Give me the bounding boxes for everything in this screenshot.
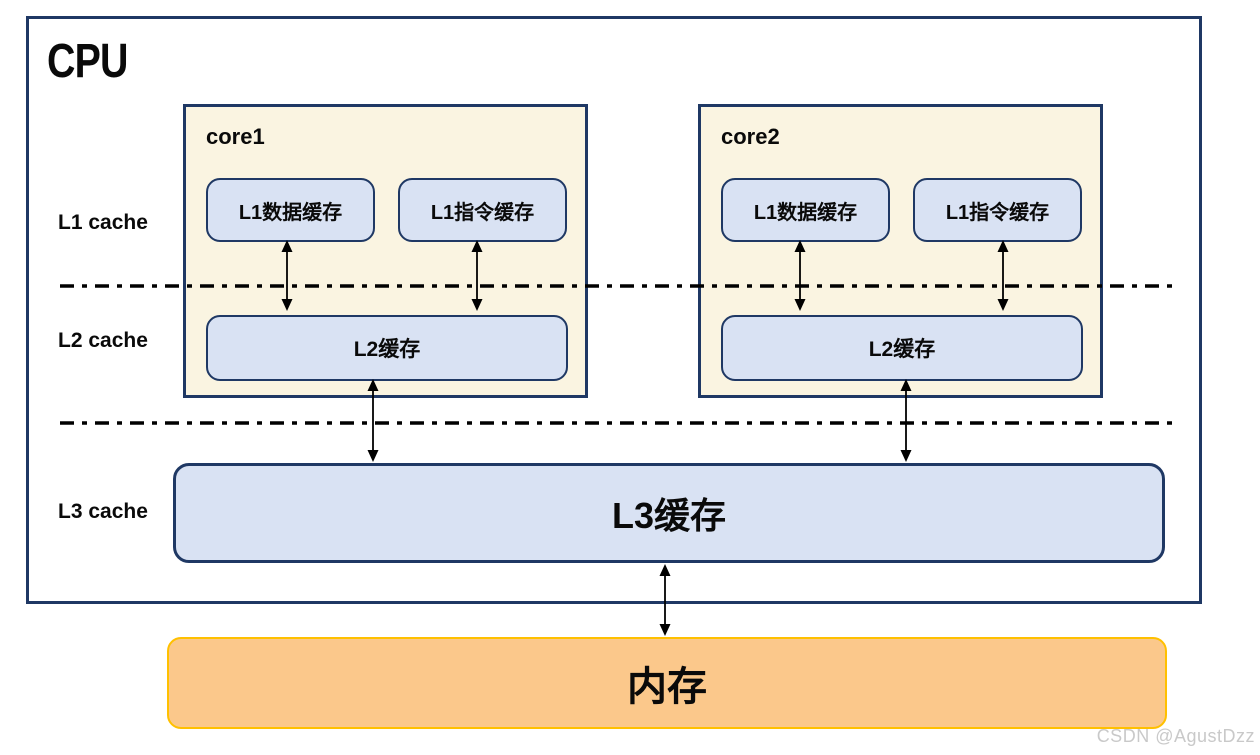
level-label-l2: L2 cache xyxy=(58,329,148,352)
core2-label: core2 xyxy=(721,124,780,149)
core1-l1-data-cache: L1数据缓存 xyxy=(206,178,375,242)
core1-l1-instruction-cache: L1指令缓存 xyxy=(398,178,567,242)
core2-box: core2 L1数据缓存 L1指令缓存 L2缓存 xyxy=(698,104,1103,398)
watermark: CSDN @AgustDzz xyxy=(1096,726,1255,746)
memory-box: 内存 xyxy=(167,637,1167,729)
core2-l1-instruction-cache: L1指令缓存 xyxy=(913,178,1082,242)
core2-l1-data-cache: L1数据缓存 xyxy=(721,178,890,242)
level-label-l1: L1 cache xyxy=(58,211,148,234)
core2-l2-cache: L2缓存 xyxy=(721,315,1083,381)
l3-cache-box: L3缓存 xyxy=(173,463,1165,563)
core1-box: core1 L1数据缓存 L1指令缓存 L2缓存 xyxy=(183,104,588,398)
core1-l2-cache: L2缓存 xyxy=(206,315,568,381)
core1-label: core1 xyxy=(206,124,265,149)
cpu-label: CPU xyxy=(47,35,128,88)
level-label-l3: L3 cache xyxy=(58,500,148,523)
